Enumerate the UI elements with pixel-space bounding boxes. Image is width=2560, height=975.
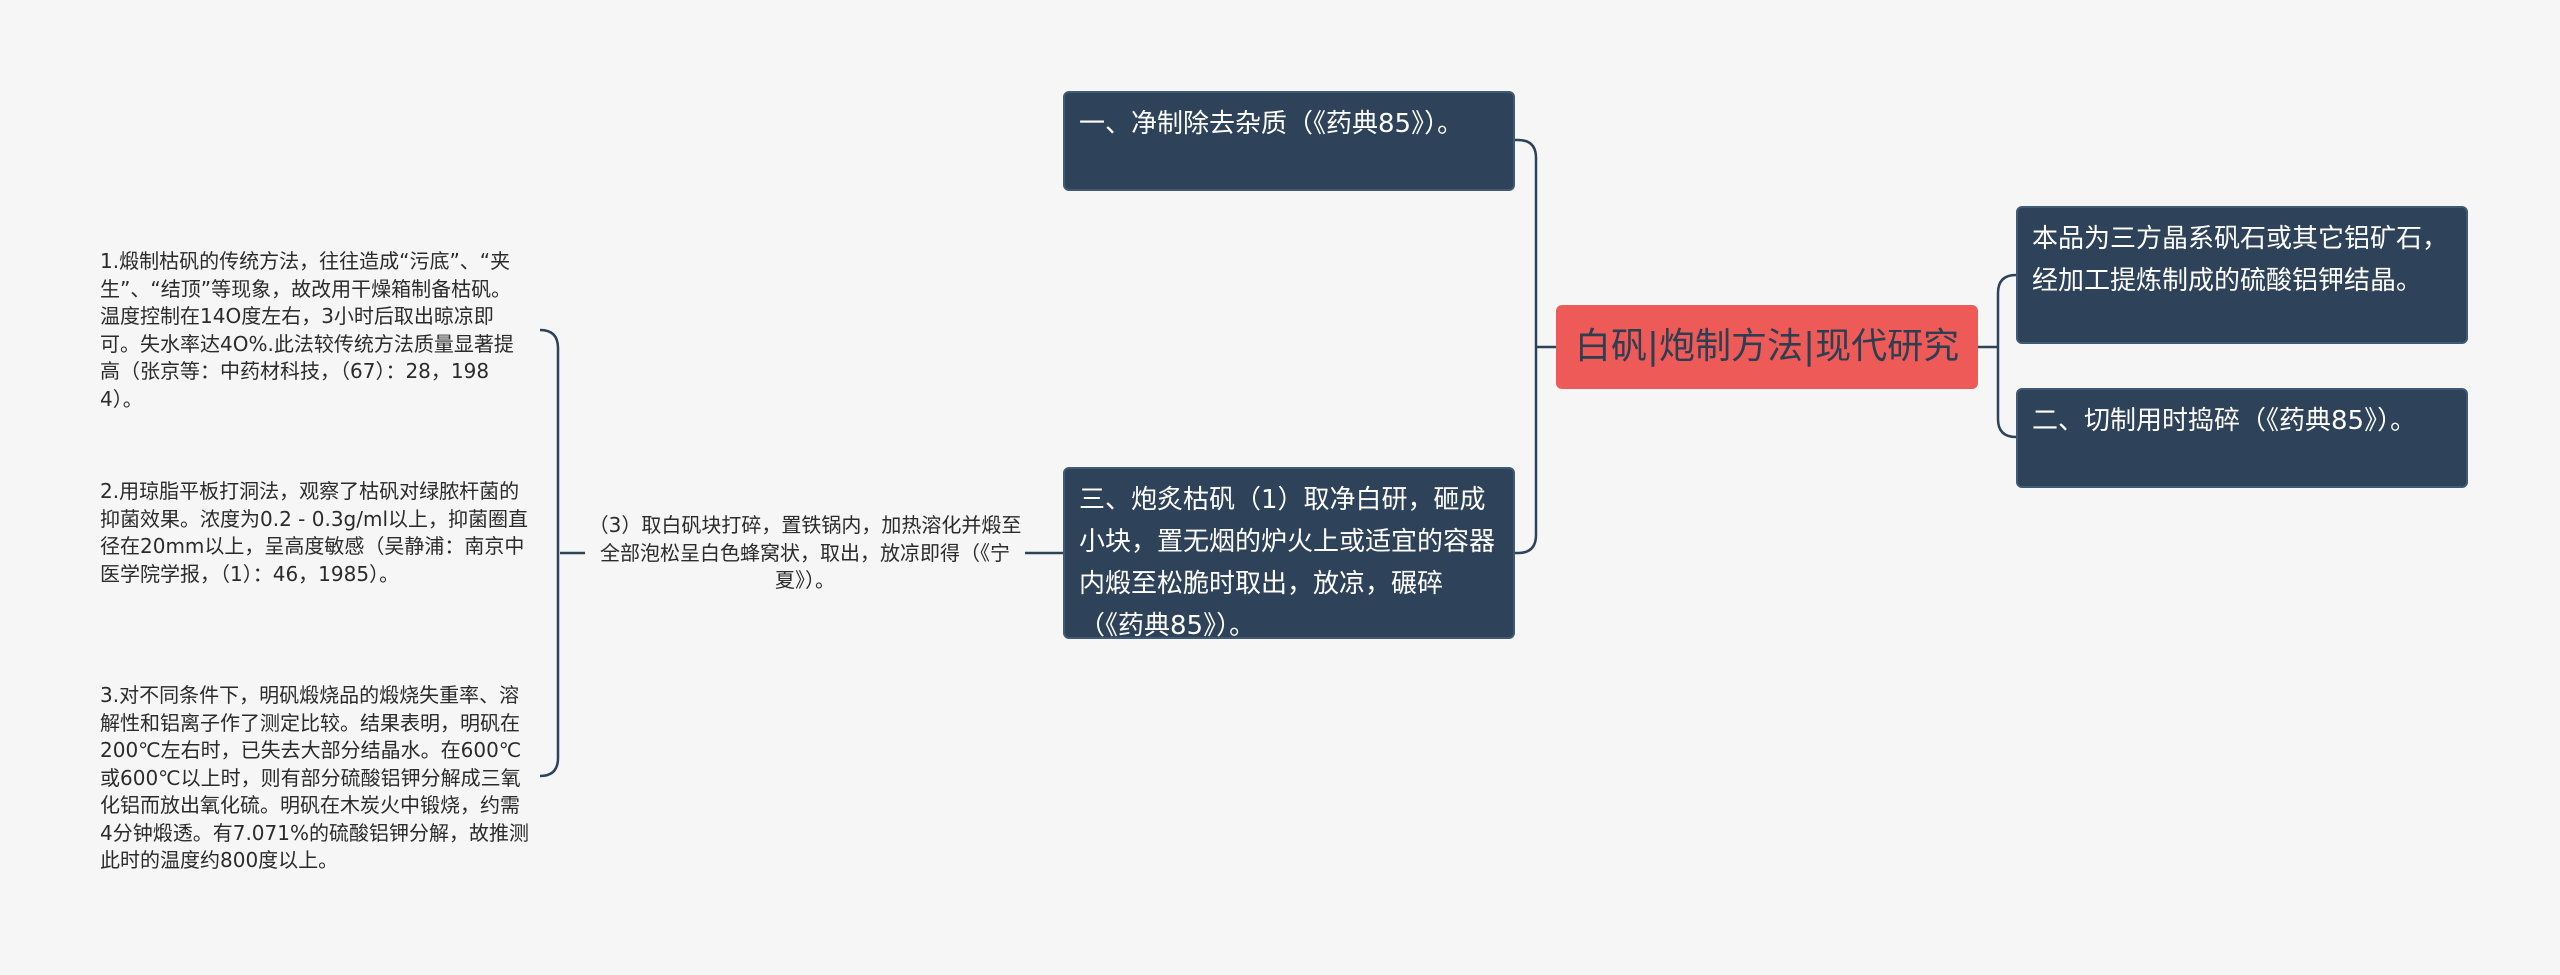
- sub-branch-label: （3）取白矾块打碎，置铁锅内，加热溶化并煅至全部泡松呈白色蜂窝状，取出，放凉即得…: [588, 513, 1022, 592]
- connector-leaf-trunk: [539, 328, 560, 778]
- root-topic[interactable]: 白矾|炮制方法|现代研究: [1556, 305, 1978, 389]
- leaf-research-3-label: 3.对不同条件下，明矾煅烧品的煅烧失重率、溶解性和铝离子作了测定比较。结果表明，…: [100, 683, 529, 872]
- connector-left-trunk: [1517, 138, 1538, 555]
- branch-cutting-label: 二、切制用时捣碎（《药典85》）。: [2032, 406, 2417, 436]
- branch-purification-label: 一、净制除去杂质（《药典85》）。: [1079, 109, 1464, 139]
- leaf-research-3[interactable]: 3.对不同条件下，明矾煅烧品的煅烧失重率、溶解性和铝离子作了测定比较。结果表明，…: [100, 682, 530, 878]
- branch-calcined-alum-label: 三、炮炙枯矾（1）取净白研，砸成小块，置无烟的炉火上或适宜的容器内煅至松脆时取出…: [1079, 485, 1496, 639]
- leaf-research-1-label: 1.煅制枯矾的传统方法，往往造成“污底”、“夹生”、“结顶”等现象，故改用干燥箱…: [100, 249, 514, 411]
- branch-cutting[interactable]: 二、切制用时捣碎（《药典85》）。: [2016, 388, 2468, 488]
- leaf-research-1[interactable]: 1.煅制枯矾的传统方法，往往造成“污底”、“夹生”、“结顶”等现象，故改用干燥箱…: [100, 248, 530, 416]
- branch-calcined-alum[interactable]: 三、炮炙枯矾（1）取净白研，砸成小块，置无烟的炉火上或适宜的容器内煅至松脆时取出…: [1063, 467, 1515, 639]
- sub-branch-ningxia-method[interactable]: （3）取白矾块打碎，置铁锅内，加热溶化并煅至全部泡松呈白色蜂窝状，取出，放凉即得…: [585, 512, 1025, 596]
- leaf-research-2[interactable]: 2.用琼脂平板打洞法，观察了枯矾对绿脓杆菌的抑菌效果。浓度为0.2 - 0.3g…: [100, 478, 530, 618]
- branch-purification[interactable]: 一、净制除去杂质（《药典85》）。: [1063, 91, 1515, 191]
- branch-description[interactable]: 本品为三方晶系矾石或其它铝矿石，经加工提炼制成的硫酸铝钾结晶。: [2016, 206, 2468, 344]
- connector-right-trunk: [1996, 273, 2017, 439]
- branch-description-label: 本品为三方晶系矾石或其它铝矿石，经加工提炼制成的硫酸铝钾结晶。: [2032, 224, 2449, 296]
- leaf-research-2-label: 2.用琼脂平板打洞法，观察了枯矾对绿脓杆菌的抑菌效果。浓度为0.2 - 0.3g…: [100, 479, 529, 586]
- root-topic-label: 白矾|炮制方法|现代研究: [1574, 326, 1960, 367]
